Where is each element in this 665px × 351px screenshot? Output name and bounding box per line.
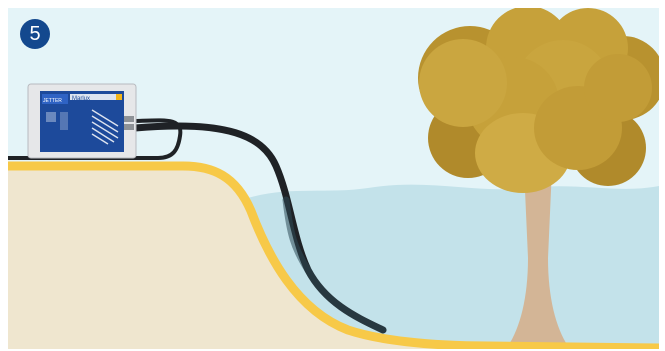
scene-graphic: Marlux JETTER xyxy=(8,8,659,349)
device-brand-text: Marlux xyxy=(72,96,90,102)
device-model-text: JETTER xyxy=(43,98,62,104)
illustration-scene: Marlux JETTER xyxy=(8,8,659,349)
pipe-inspection-unit-icon: Marlux JETTER xyxy=(28,84,136,158)
step-number-badge: 5 xyxy=(20,19,50,49)
tree-crown xyxy=(418,8,659,193)
